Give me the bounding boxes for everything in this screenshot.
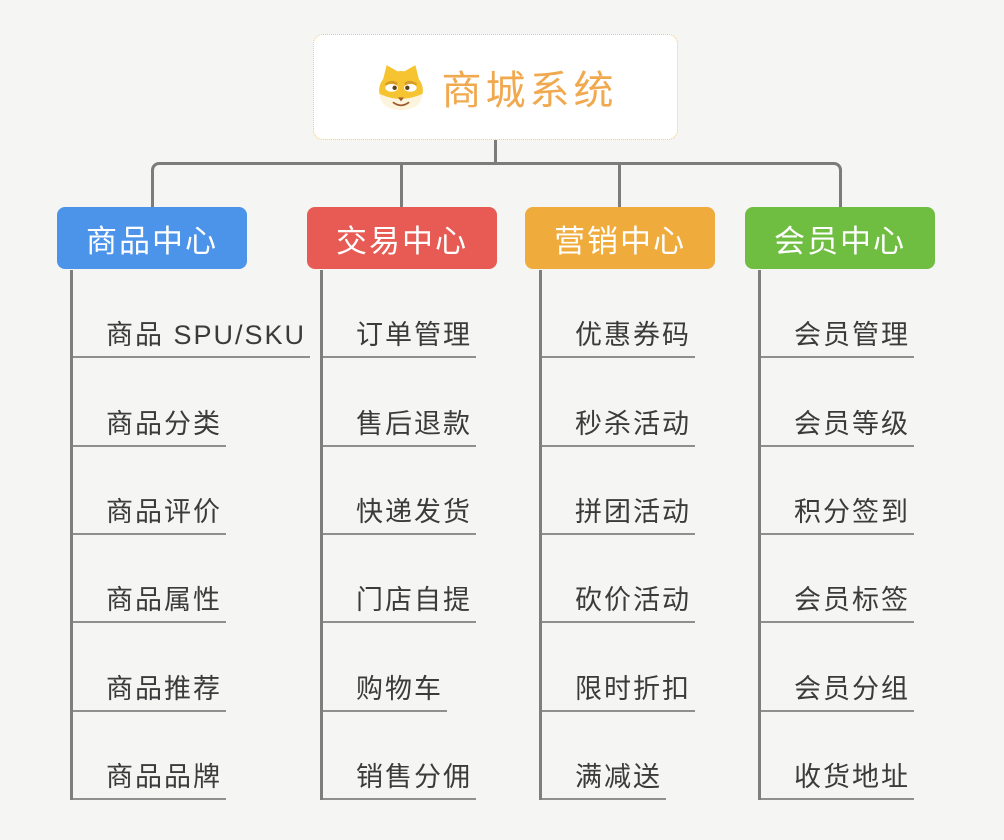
leaf-node[interactable]: 秒杀活动 <box>542 409 695 447</box>
leaf-node[interactable]: 积分签到 <box>761 497 914 535</box>
leaf-node[interactable]: 拼团活动 <box>542 497 695 535</box>
leaf-node[interactable]: 会员标签 <box>761 585 914 624</box>
branch-node-marketing[interactable]: 营销中心 <box>525 207 715 269</box>
root-title: 商城系统 <box>441 69 618 113</box>
leaf-node[interactable]: 商品属性 <box>73 585 226 624</box>
leaf-node[interactable]: 门店自提 <box>323 585 476 624</box>
leaf-node[interactable]: 销售分佣 <box>323 762 476 800</box>
leaf-node[interactable]: 商品分类 <box>73 409 226 447</box>
connector-bus-right <box>494 162 842 210</box>
leaf-node[interactable]: 商品评价 <box>73 497 226 535</box>
leaf-node[interactable]: 订单管理 <box>323 320 476 359</box>
connector-drop-trade <box>400 164 403 208</box>
leaf-node[interactable]: 售后退款 <box>323 409 476 447</box>
branch-node-trade[interactable]: 交易中心 <box>307 207 497 269</box>
branch-label: 商品中心 <box>86 223 218 259</box>
leaf-node[interactable]: 商品推荐 <box>73 674 226 712</box>
branch-label: 交易中心 <box>336 223 468 259</box>
leaf-node[interactable]: 限时折扣 <box>542 674 695 712</box>
leaf-node[interactable]: 商品 SPU/SKU <box>73 320 311 359</box>
branch-label: 会员中心 <box>774 223 906 259</box>
leaf-node[interactable]: 收货地址 <box>761 762 914 800</box>
items-column-marketing: 优惠券码 秒杀活动 拼团活动 砍价活动 限时折扣 满减送 <box>539 270 774 800</box>
items-column-member: 会员管理 会员等级 积分签到 会员标签 会员分组 收货地址 <box>758 270 993 800</box>
branch-node-member[interactable]: 会员中心 <box>745 207 935 269</box>
leaf-node[interactable]: 会员分组 <box>761 674 914 712</box>
leaf-node[interactable]: 会员管理 <box>761 320 914 359</box>
branch-node-product[interactable]: 商品中心 <box>57 207 247 269</box>
leaf-node[interactable]: 快递发货 <box>323 497 476 535</box>
leaf-node[interactable]: 商品品牌 <box>73 762 226 800</box>
leaf-node[interactable]: 砍价活动 <box>542 585 695 624</box>
leaf-node[interactable]: 满减送 <box>542 762 666 800</box>
items-column-product: 商品 SPU/SKU 商品分类 商品评价 商品属性 商品推荐 商品品牌 <box>70 270 311 800</box>
items-column-trade: 订单管理 售后退款 快递发货 门店自提 购物车 销售分佣 <box>320 270 555 800</box>
connector-drop-marketing <box>618 164 621 208</box>
leaf-node[interactable]: 优惠券码 <box>542 320 695 359</box>
root-node[interactable]: 商城系统 <box>313 34 678 140</box>
leaf-node[interactable]: 购物车 <box>323 674 447 712</box>
connector-bus-left <box>151 162 495 210</box>
doge-icon <box>378 65 423 110</box>
connector-root-stem <box>494 140 497 165</box>
leaf-node[interactable]: 会员等级 <box>761 409 914 447</box>
branch-label: 营销中心 <box>554 223 686 259</box>
